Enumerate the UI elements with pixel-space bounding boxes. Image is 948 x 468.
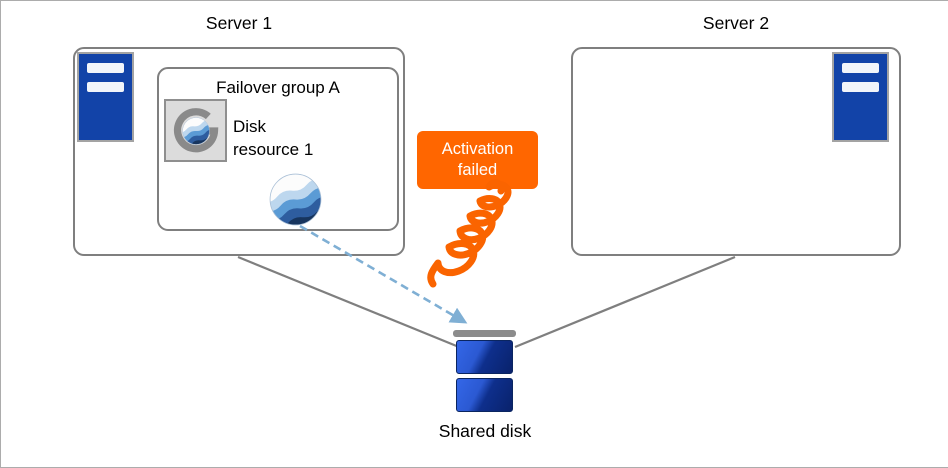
server1-title: Server 1: [205, 13, 273, 33]
failover-group-label: Failover group A: [216, 78, 340, 97]
broken-connection-spring-icon: [427, 179, 512, 288]
server2-icon: [832, 52, 889, 142]
shared-disk-unit-1: [456, 340, 513, 374]
shared-disk-unit-2: [456, 378, 513, 412]
disk-resource-label: Disk resource 1: [233, 115, 313, 161]
server-slot: [87, 63, 124, 73]
wave-sphere-icon: [269, 173, 322, 226]
server-slot: [842, 82, 879, 92]
activation-failed-line2: failed: [457, 161, 498, 179]
connector-line-server2-disk: [514, 255, 736, 349]
activation-failed-line1: Activation: [441, 140, 514, 158]
server-slot: [842, 63, 879, 73]
connector-line-server1-disk: [237, 255, 460, 349]
shared-disk-cap: [453, 330, 516, 337]
server2-title: Server 2: [702, 13, 770, 33]
failover-group-box: Failover group A Disk resource 1: [157, 67, 399, 231]
disk-resource-icon: [164, 99, 227, 162]
shared-disk-label: Shared disk: [438, 421, 532, 441]
server-slot: [87, 82, 124, 92]
disk-resource-label-line2: resource 1: [233, 140, 314, 159]
disk-resource-label-line1: Disk: [233, 117, 267, 136]
cluster-logo-icon: [168, 107, 224, 159]
server1-icon: [77, 52, 134, 142]
activation-failed-badge: Activation failed: [417, 131, 538, 189]
